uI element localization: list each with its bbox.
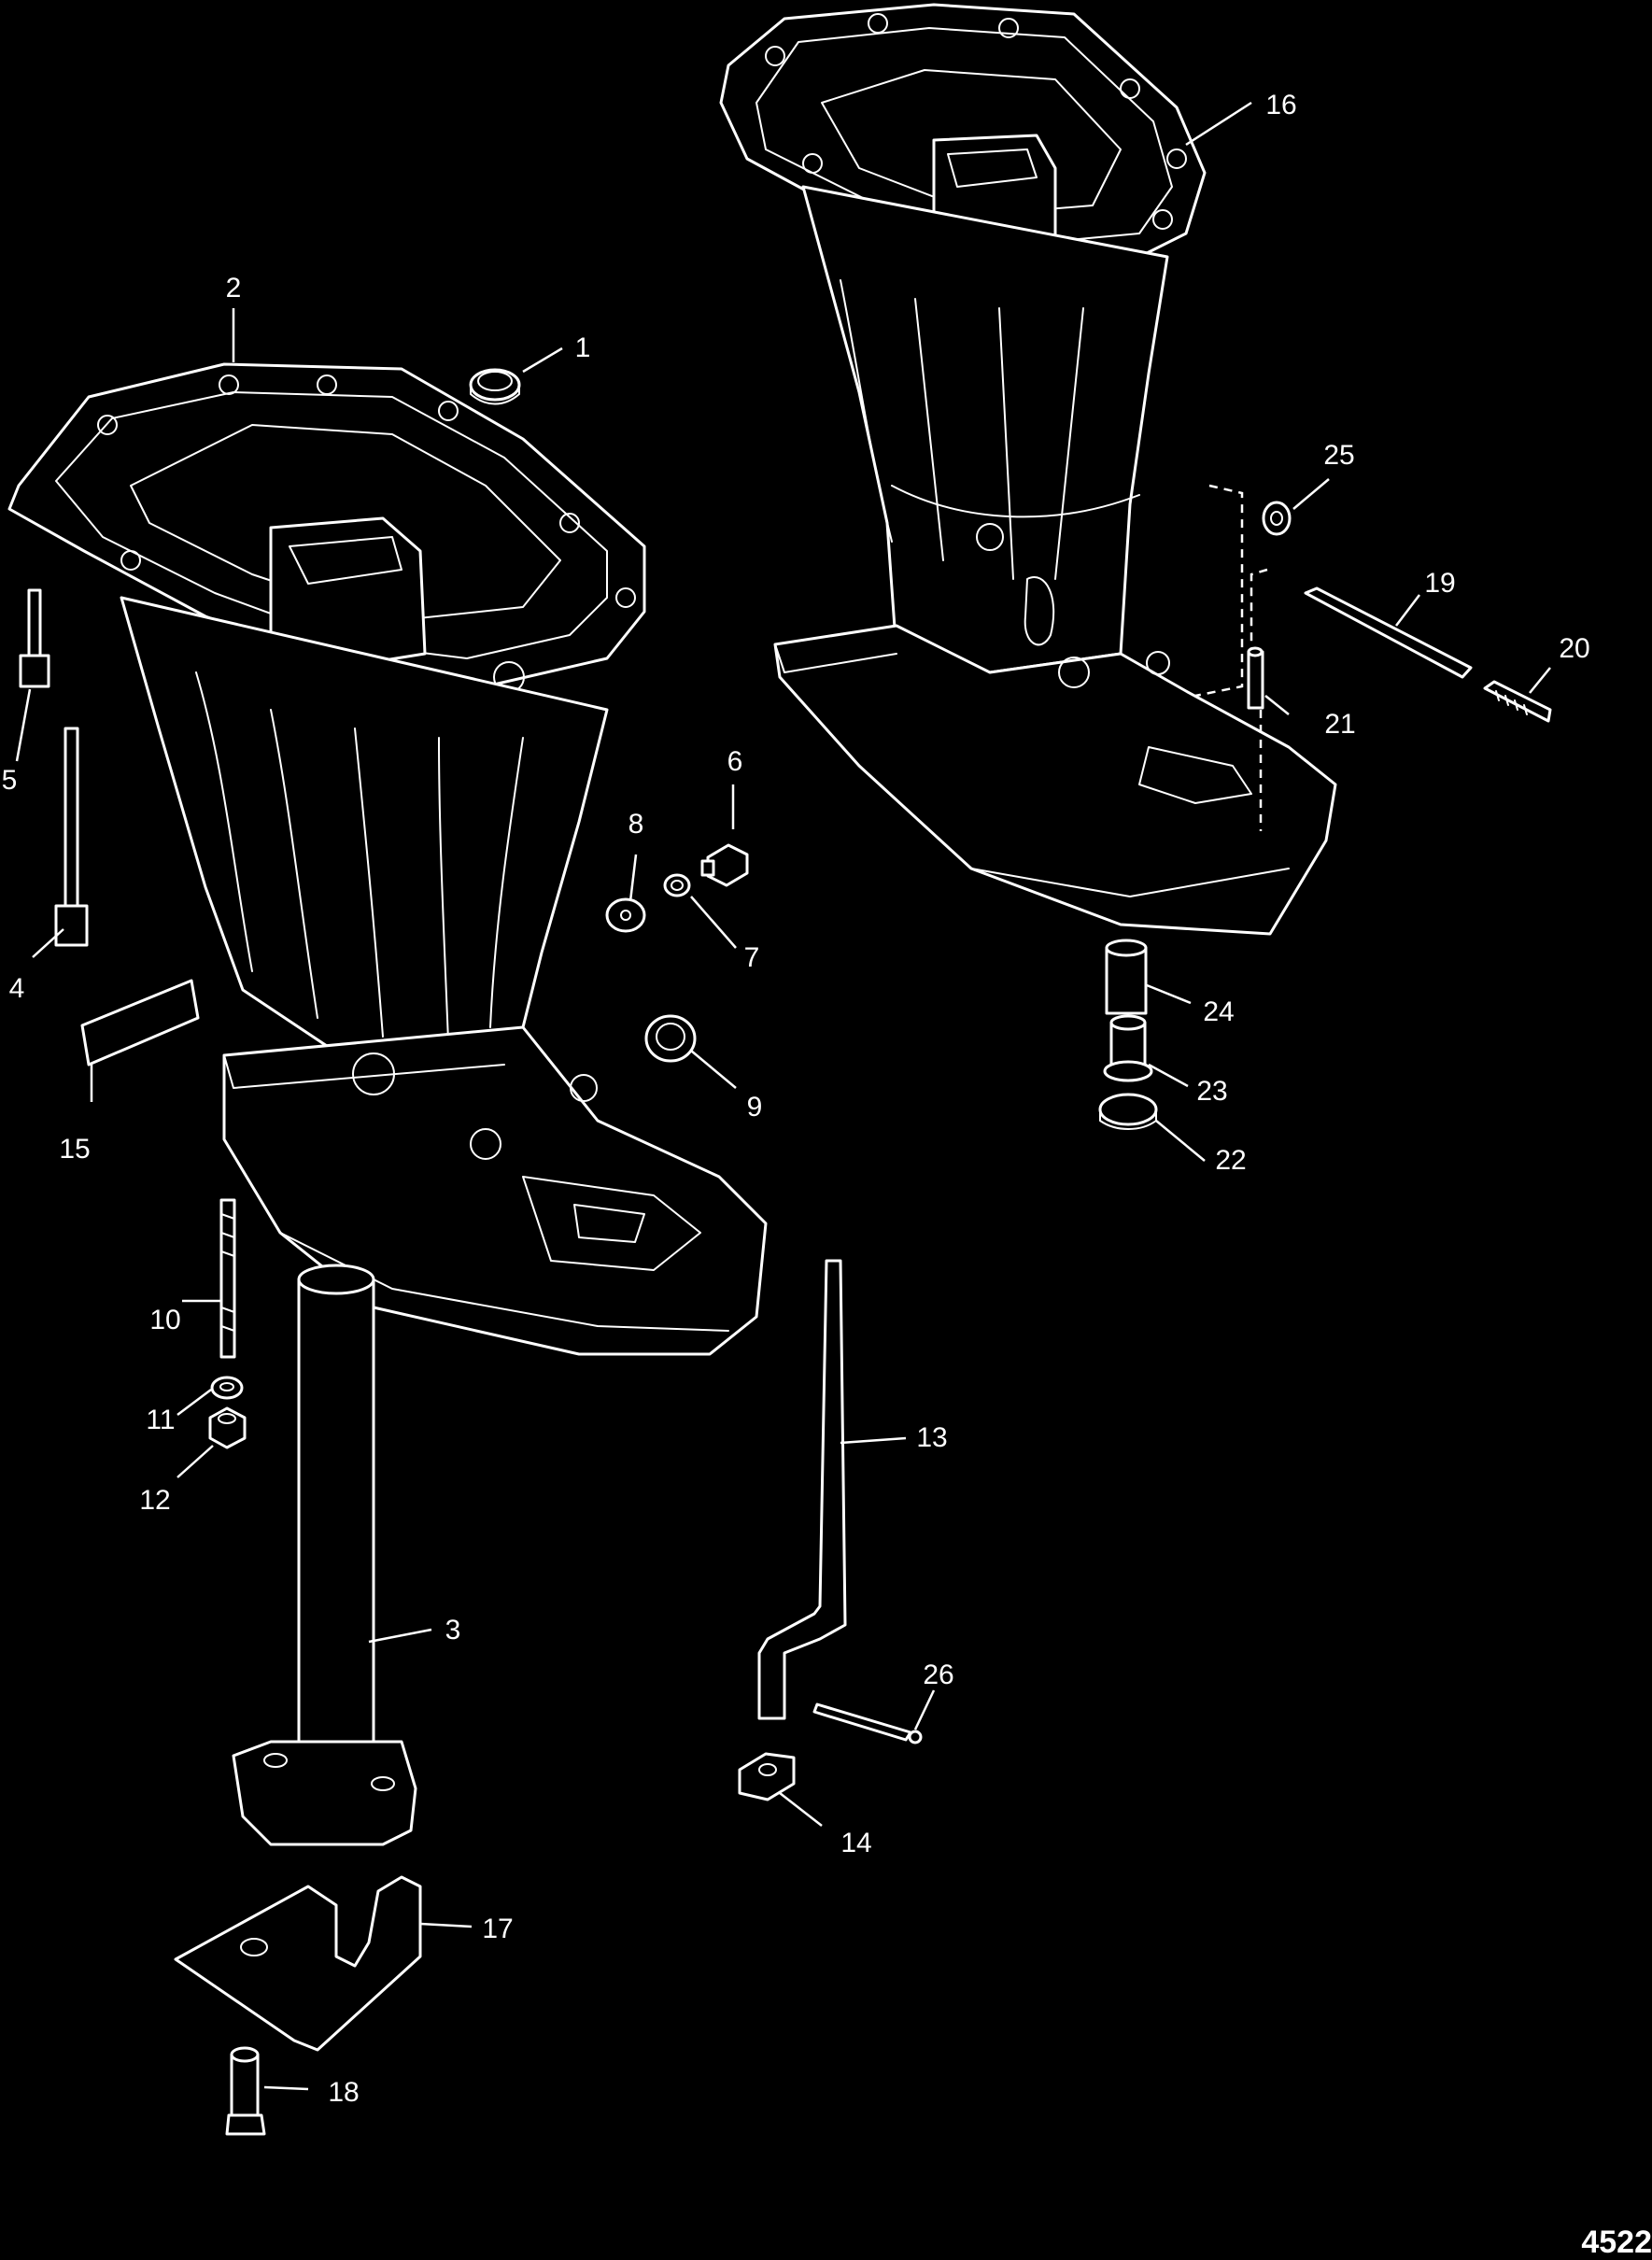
part-13-shift-rod (757, 1259, 847, 1720)
callout-8: 8 (628, 809, 644, 840)
callout-14: 14 (840, 1828, 871, 1858)
part-22-washer (1098, 1093, 1158, 1130)
part-10-stud (219, 1198, 236, 1359)
leader-lines (15, 101, 1551, 2091)
part-25-washer (1262, 501, 1292, 536)
callout-21: 21 (1324, 709, 1355, 740)
part-17-bracket (174, 1875, 422, 2052)
callout-1: 1 (575, 332, 591, 363)
assembly-lines (1194, 484, 1268, 831)
callout-11: 11 (146, 1405, 175, 1435)
callout-7: 7 (744, 942, 760, 973)
callout-18: 18 (328, 2077, 359, 2108)
callout-16: 16 (1265, 90, 1296, 120)
callout-25: 25 (1323, 440, 1354, 471)
callout-26: 26 (923, 1660, 953, 1690)
part-6-fitting (700, 843, 749, 887)
part-14-guide-block (738, 1752, 796, 1801)
part-20-threaded-pin (1483, 680, 1552, 723)
part-18-bolt (225, 2046, 266, 2136)
part-12-nut (208, 1406, 247, 1449)
part-24-spacer (1105, 939, 1148, 1015)
callout-13: 13 (916, 1422, 947, 1453)
callout-6: 6 (727, 746, 743, 777)
callout-2: 2 (226, 273, 242, 304)
callout-23: 23 (1196, 1076, 1227, 1107)
callout-4: 4 (9, 973, 25, 1004)
part-7-washer (663, 873, 691, 897)
callout-3: 3 (445, 1615, 461, 1646)
callout-22: 22 (1215, 1145, 1246, 1176)
part-21-stud (1247, 646, 1264, 710)
part-8-washer (605, 897, 646, 933)
callout-15: 15 (59, 1134, 90, 1165)
part-1-seal (469, 368, 521, 405)
part-23-bushing (1103, 1014, 1153, 1082)
driveshaft-housing-left (7, 362, 768, 1356)
callout-12: 12 (139, 1485, 170, 1516)
callout-9: 9 (747, 1092, 763, 1123)
callout-20: 20 (1559, 633, 1589, 664)
callout-19: 19 (1424, 568, 1455, 599)
driveshaft-housing-right (719, 3, 1337, 936)
part-26-pin (812, 1702, 923, 1744)
part-11-washer (210, 1376, 244, 1400)
part-15-decal (80, 979, 200, 1066)
callout-24: 24 (1203, 996, 1234, 1027)
callout-labels: 1 2 3 4 5 6 7 8 9 10 11 12 13 14 15 16 1… (2, 90, 1590, 2108)
part-9-grommet (644, 1014, 697, 1063)
part-19-rod (1304, 586, 1473, 679)
callout-17: 17 (482, 1914, 513, 1944)
callout-5: 5 (2, 765, 18, 796)
part-4-bolt (54, 727, 89, 947)
callout-10: 10 (149, 1305, 180, 1335)
part-5-bolt (19, 588, 50, 688)
figure-id: 4522 (1581, 2225, 1652, 2260)
part-3-water-tube (232, 1264, 417, 1846)
